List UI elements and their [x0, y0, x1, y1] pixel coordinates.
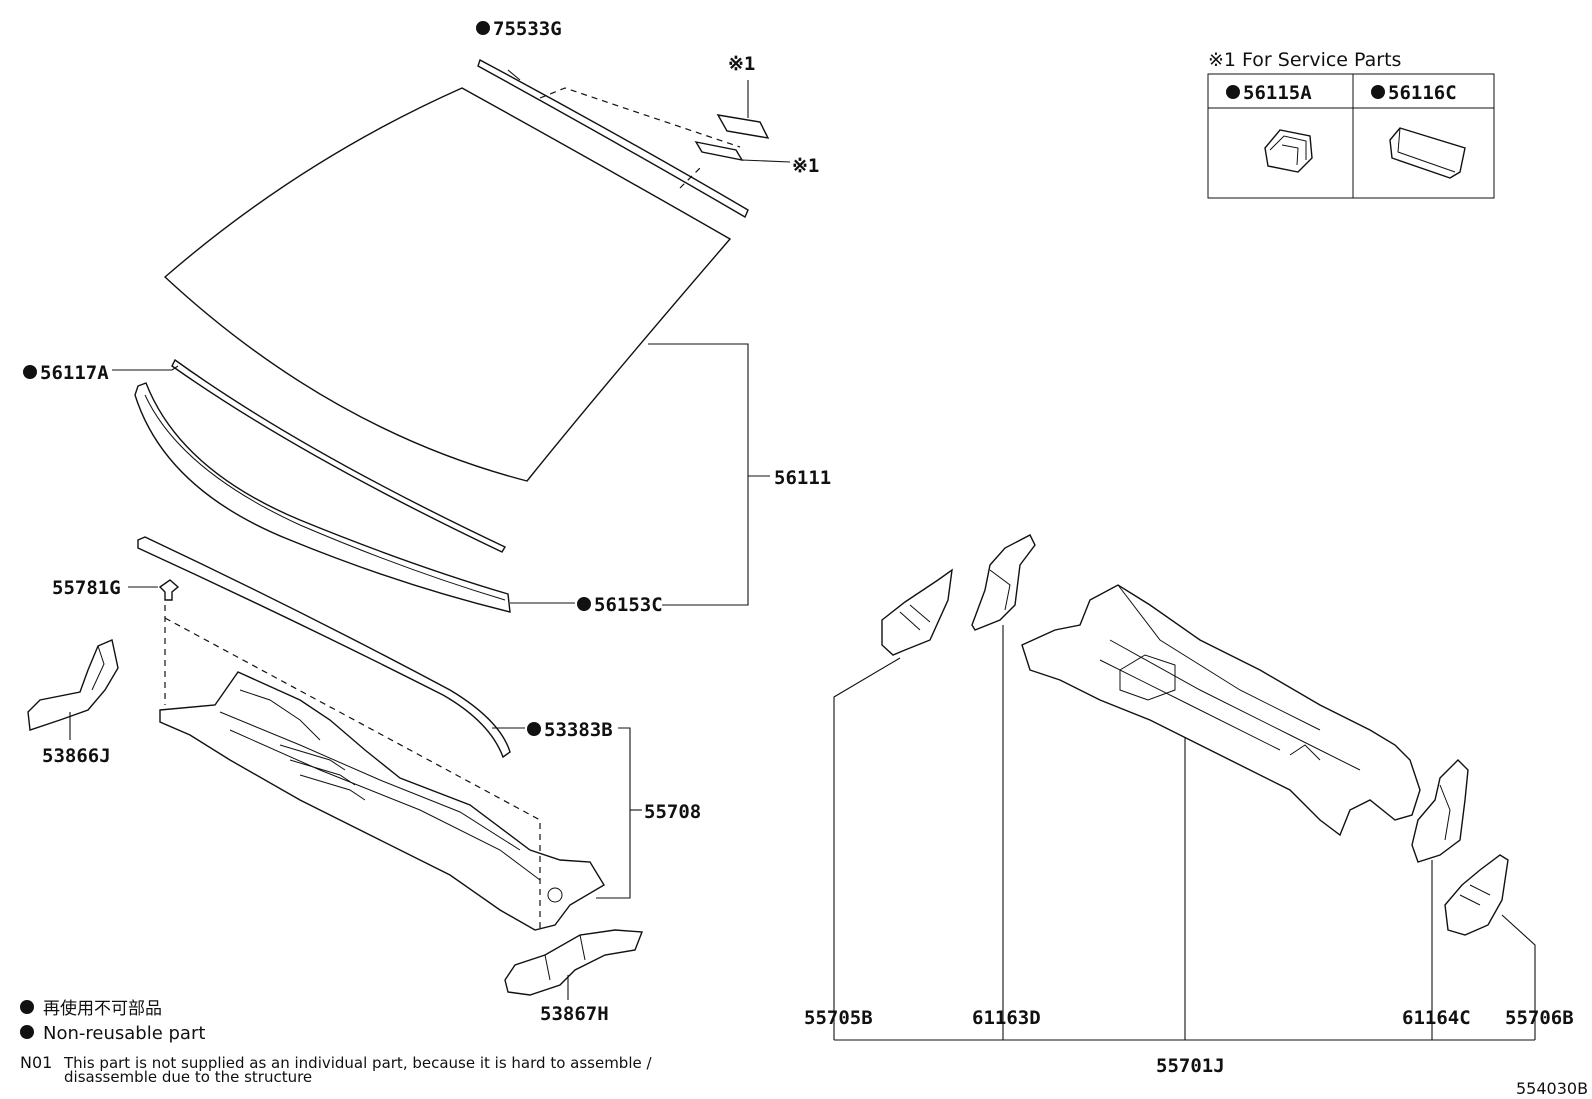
note-code: N01 — [20, 1053, 52, 1072]
label-61163D: 61163D — [972, 1007, 1041, 1029]
windshield-glass — [163, 87, 732, 482]
left-duct — [27, 639, 119, 731]
dam-strip — [171, 358, 506, 553]
label-55701J: 55701J — [1156, 1055, 1225, 1077]
note-mark-b: ※1 — [792, 155, 819, 177]
label-55781G: 55781G — [52, 577, 121, 599]
legend-en: Non-reusable part — [43, 1023, 205, 1044]
service-clip-b — [694, 141, 744, 161]
service-part-b-label: 56116C — [1388, 82, 1457, 104]
label-56117A: 56117A — [40, 362, 109, 384]
legend-jp: 再使用不可部品 — [43, 998, 162, 1019]
label-61164C: 61164C — [1402, 1007, 1471, 1029]
label-75533G: 75533G — [493, 18, 562, 40]
note-mark-a: ※1 — [728, 53, 755, 75]
cowl-side-left-bracket — [881, 568, 953, 656]
note-line-1: This part is not supplied as an individu… — [63, 1054, 652, 1072]
figure-code: 554030B — [1516, 1079, 1588, 1098]
dash-panel — [1021, 584, 1421, 837]
label-53866J: 53866J — [42, 745, 111, 767]
label-53383B: 53383B — [544, 719, 613, 741]
cowl-louver — [159, 671, 605, 931]
cowl-weatherstrip — [137, 536, 511, 759]
label-53867H: 53867H — [540, 1003, 609, 1025]
service-parts-box: ※1 For Service Parts 56115A 56116C — [1207, 49, 1495, 199]
front-pillar-inner-right — [1411, 759, 1469, 863]
label-55705B: 55705B — [804, 1007, 873, 1029]
center-duct — [504, 929, 643, 996]
cowl-clip — [158, 579, 180, 601]
cowl-side-right-bracket — [1444, 854, 1509, 936]
service-part-a-drawing — [1264, 129, 1313, 173]
lower-spacer — [134, 382, 511, 613]
service-part-a-label: 56115A — [1243, 82, 1312, 104]
label-55708: 55708 — [644, 801, 701, 823]
front-pillar-inner-left — [971, 534, 1036, 631]
service-box-title: ※1 For Service Parts — [1208, 49, 1401, 71]
label-55706B: 55706B — [1505, 1007, 1574, 1029]
note-line-2: disassemble due to the structure — [64, 1068, 312, 1086]
label-56111: 56111 — [774, 467, 831, 489]
label-56153C: 56153C — [594, 594, 663, 616]
upper-moulding — [477, 58, 749, 219]
service-clip-a — [716, 114, 770, 139]
